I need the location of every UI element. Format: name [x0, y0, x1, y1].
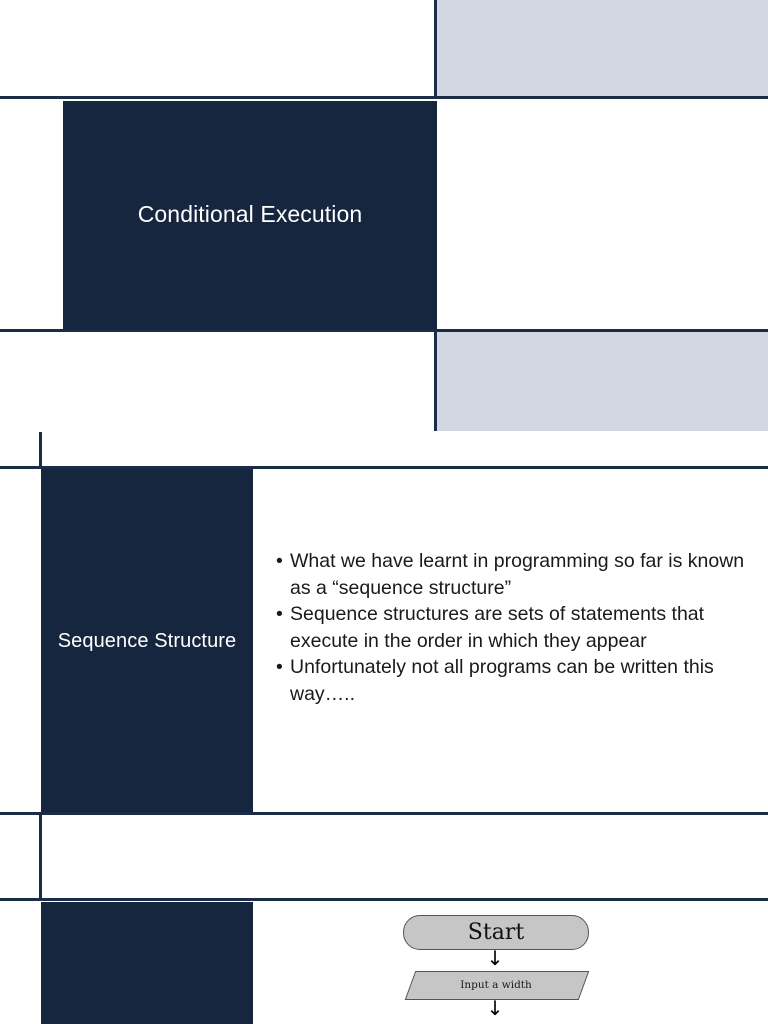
- slide-1-top-accent-block: [437, 0, 768, 99]
- flowchart-arrow-glyph: ↓: [486, 946, 504, 970]
- flowchart-arrow-down-1: ↓: [480, 948, 510, 968]
- slide-2-title-panel: Sequence Structure: [41, 469, 253, 812]
- list-item: Unfortunately not all programs can be wr…: [276, 654, 754, 707]
- list-item: What we have learnt in programming so fa…: [276, 548, 754, 601]
- slide-2-bottom-divider-rule: [0, 812, 768, 815]
- list-item: Sequence structures are sets of statemen…: [276, 601, 754, 654]
- inter-slide-vertical-rule: [39, 815, 42, 898]
- flowchart-arrow-down-2: ↓: [480, 998, 510, 1018]
- slide-1-title-panel: Conditional Execution: [63, 101, 437, 329]
- slide-2: Sequence Structure What we have learnt i…: [0, 432, 768, 815]
- slide-2-title-text: Sequence Structure: [57, 629, 237, 652]
- flowchart-arrow-glyph: ↓: [486, 996, 504, 1020]
- slide-1-upper-divider-rule: [0, 96, 768, 99]
- bullet-text: Unfortunately not all programs can be wr…: [290, 656, 714, 705]
- flowchart-node-input-width-label-wrap: Input a width: [403, 971, 589, 998]
- flowchart-node-input-width-label: Input a width: [460, 978, 532, 991]
- slide-1-bottom-accent-left-rule: [434, 330, 437, 431]
- slide-3-top-divider-rule: [0, 898, 768, 901]
- slide-3-flowchart: Start ↓ Input a width ↓: [0, 895, 768, 1024]
- slide-2-bullet-list: What we have learnt in programming so fa…: [276, 548, 754, 707]
- flowchart-node-start-label: Start: [467, 920, 525, 945]
- slide-3-title-panel: [41, 902, 253, 1024]
- slide-1-top-accent-left-rule: [434, 0, 437, 99]
- slide-1-bottom-accent-block: [437, 332, 768, 431]
- slide-2-body: What we have learnt in programming so fa…: [276, 548, 754, 707]
- bullet-text: Sequence structures are sets of statemen…: [290, 603, 705, 652]
- bullet-text: What we have learnt in programming so fa…: [290, 550, 745, 599]
- slide-1-title-text: Conditional Execution: [137, 201, 363, 228]
- slide-2-top-divider-rule: [0, 466, 768, 469]
- flowchart-node-start: Start: [403, 915, 589, 950]
- slide-1: Conditional Execution: [0, 0, 768, 432]
- slide-3: Start ↓ Input a width ↓: [0, 895, 768, 1024]
- slide-2-top-tick-rule: [39, 432, 42, 468]
- slide-1-lower-divider-rule: [0, 329, 768, 332]
